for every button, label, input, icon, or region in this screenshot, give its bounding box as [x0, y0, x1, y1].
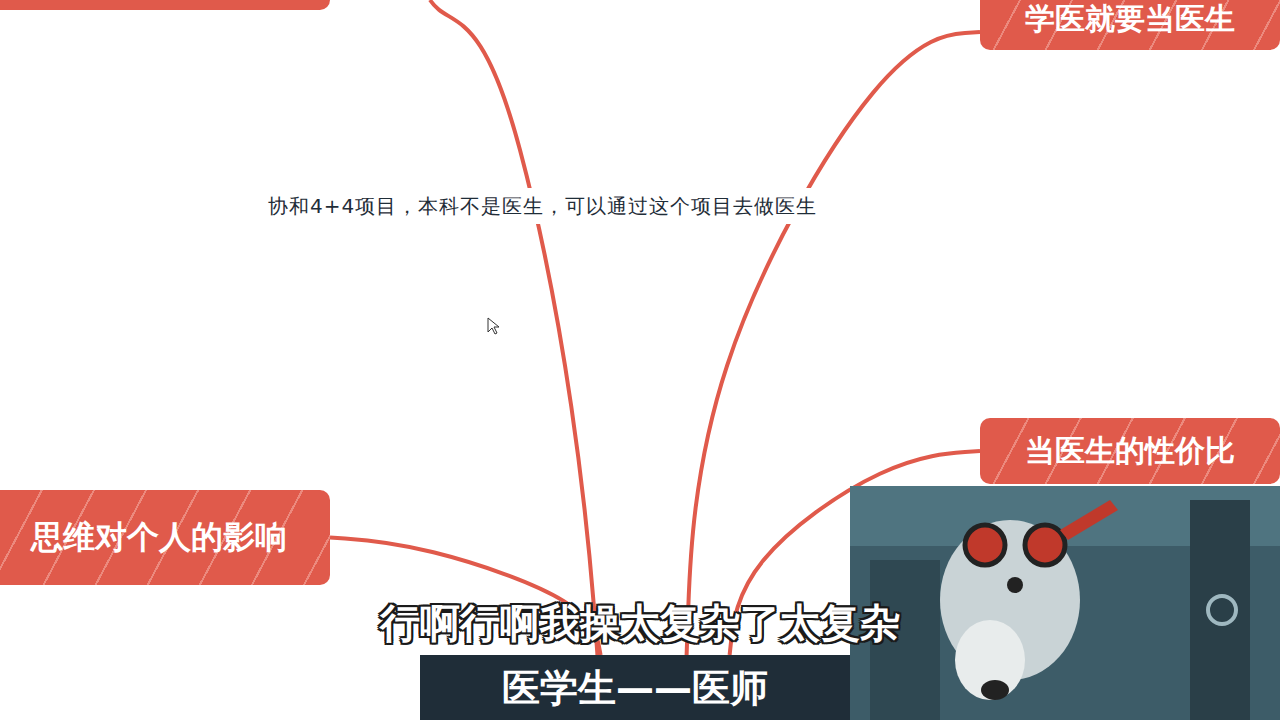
overlay-ground [850, 486, 1280, 720]
dog-eye [1007, 577, 1023, 593]
mouse-cursor [488, 318, 499, 334]
branch-box: 思维对个人的影响 [0, 490, 330, 585]
dog-muzzle [955, 620, 1025, 700]
cut-branch-box [0, 0, 330, 10]
subtitle-text: 行啊行啊我操太复杂了太复杂 [300, 596, 980, 651]
branch-box: 当医生的性价比 [980, 418, 1280, 484]
branch-line [430, 0, 600, 700]
goggle-strap [1060, 500, 1118, 540]
overlay-pillar [1190, 500, 1250, 720]
node-text: 当医生的性价比 [1025, 431, 1235, 472]
goggle-left [965, 525, 1005, 565]
dog-nose [981, 680, 1009, 700]
goggle-right [1025, 525, 1065, 565]
branch-box: 学医就要当医生 [980, 0, 1280, 50]
node-text: 学医就要当医生 [1025, 0, 1235, 40]
note-text: 协和4+4项目，本科不是医生，可以通过这个项目去做医生 [264, 188, 828, 224]
root-band: 医学生——医师 [420, 655, 850, 720]
node-text: 医学生——医师 [502, 663, 768, 714]
overlay-ring [1208, 596, 1236, 624]
node-text: 思维对个人的影响 [31, 516, 287, 560]
